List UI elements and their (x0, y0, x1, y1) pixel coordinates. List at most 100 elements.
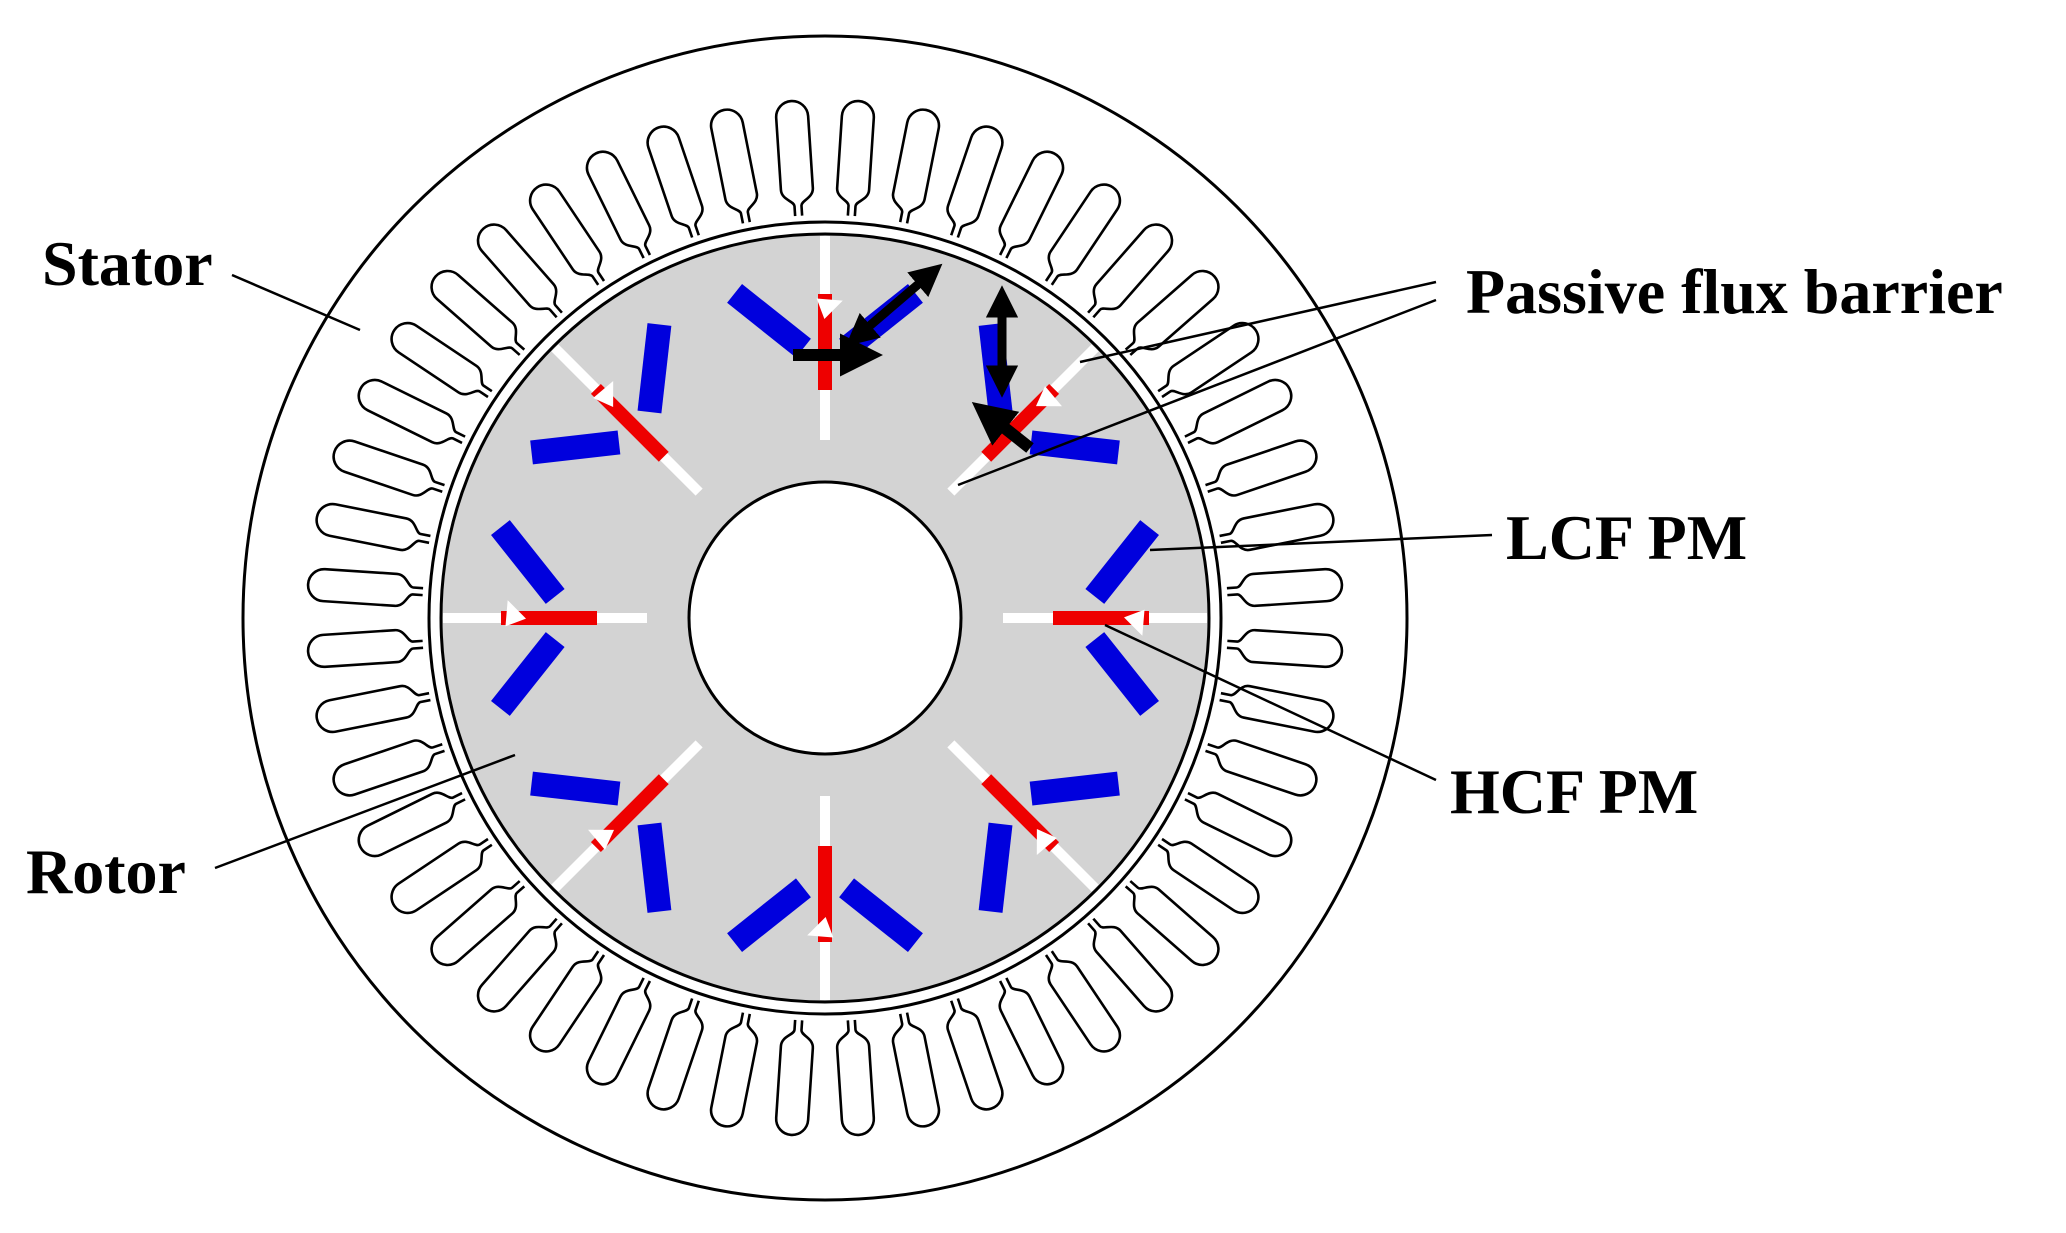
label-rotor: Rotor (26, 836, 186, 907)
stator-slot (646, 998, 704, 1111)
label-hcf-pm: HCF PM (1450, 756, 1699, 827)
passive-flux-barrier (947, 453, 990, 496)
stator-slot (835, 99, 876, 217)
stator-slot (332, 439, 445, 497)
passive-flux-barrier (1036, 828, 1057, 855)
rotor-pole (637, 796, 834, 1000)
stator-slot (315, 684, 431, 734)
passive-flux-barrier (1035, 386, 1062, 407)
lcf-pm-pair (637, 822, 811, 952)
stator-slot (1184, 378, 1293, 445)
stator-slot (1157, 837, 1260, 915)
lcf-pm-pair (839, 822, 1013, 952)
stator-slot (998, 150, 1065, 259)
passive-flux-barrier (820, 236, 830, 294)
passive-flux-barrier (947, 740, 990, 783)
lcf-pm (978, 822, 1013, 913)
rotor-pole (491, 632, 703, 892)
leader-lcf-pm (1149, 533, 1493, 552)
stator-slot (528, 950, 606, 1053)
stator-slot (1226, 567, 1344, 608)
stator-slot (835, 1019, 876, 1137)
rotor-pole (551, 284, 811, 496)
passive-flux-barrier (807, 916, 834, 938)
label-lcf-pm: LCF PM (1506, 502, 1748, 573)
stator-slot (585, 977, 652, 1086)
passive-flux-barrier (1149, 613, 1207, 623)
hcf-pm (818, 294, 832, 390)
lcf-pm-pair (637, 284, 811, 414)
stator-slot (315, 502, 431, 552)
hcf-pm (501, 611, 597, 625)
passive-flux-barrier (1003, 613, 1053, 623)
passive-flux-barrier (551, 843, 600, 892)
passive-flux-barrier (820, 942, 830, 1000)
passive-flux-barrier (1050, 344, 1099, 393)
lcf-pm (1029, 771, 1120, 806)
lcf-pm (1085, 520, 1159, 604)
passive-flux-barrier (597, 613, 647, 623)
stator-slot (1157, 321, 1260, 399)
label-passive-flux-barrier: Passive flux barrier (1466, 256, 2003, 327)
passive-flux-barrier (820, 390, 830, 440)
stator-slot (946, 998, 1004, 1111)
lcf-pm-pair (1029, 632, 1159, 806)
passive-flux-barrier (816, 298, 843, 320)
lcf-pm (727, 284, 811, 358)
stator-slot (774, 1019, 815, 1137)
rotor-pole (1003, 609, 1207, 806)
stator-slot (390, 321, 493, 399)
stator-slot (357, 791, 466, 858)
flux-arrows (793, 263, 1034, 453)
stator-slot (1205, 739, 1318, 797)
stator-slot (306, 628, 424, 669)
stator-slot (1124, 880, 1220, 967)
hcf-pm (818, 846, 832, 942)
stator-slot (1087, 223, 1174, 319)
stator-slot (946, 125, 1004, 238)
hcf-pm (1053, 611, 1149, 625)
passive-flux-barrier (505, 600, 527, 627)
stator-slot (390, 837, 493, 915)
stator-slot (646, 125, 704, 238)
stator-slot (1205, 439, 1318, 497)
passive-flux-barrier (1123, 609, 1145, 636)
stator-slot (1184, 791, 1293, 858)
lcf-pm-pair (491, 430, 621, 604)
passive-flux-barrier (660, 740, 703, 783)
stator-slot (357, 378, 466, 445)
stator-slot (709, 108, 759, 224)
leader-passive-barrier-outer (1079, 280, 1437, 364)
stator-slot (306, 567, 424, 608)
lcf-pm (491, 632, 565, 716)
flux-arrow-inward (971, 401, 1034, 453)
lcf-pm (637, 323, 672, 414)
passive-flux-barrier (443, 613, 501, 623)
stator-slots (306, 99, 1344, 1137)
lcf-pm (491, 520, 565, 604)
stator-slot (430, 880, 526, 967)
stator-slot (1087, 917, 1174, 1013)
lcf-pm (1085, 632, 1159, 716)
stator-slot (1044, 183, 1122, 286)
leader-rotor (214, 753, 516, 870)
label-stator: Stator (42, 228, 213, 299)
stator-slot (1226, 628, 1344, 669)
lcf-pm (530, 771, 621, 806)
lcf-pm (839, 878, 923, 952)
rotor-pole (839, 740, 1099, 952)
leader-hcf-pm (1104, 623, 1437, 782)
stator-slot (1219, 502, 1335, 552)
leader-lines (214, 273, 1493, 870)
stator-slot (585, 150, 652, 259)
passive-flux-barrier (593, 381, 614, 408)
shaft-hole (687, 480, 963, 756)
leader-passive-barrier-inner (957, 298, 1437, 487)
stator-slot (476, 223, 563, 319)
lcf-pm (530, 430, 621, 465)
lcf-pm-pair (1029, 430, 1159, 604)
flux-arrow-diagonal (845, 263, 943, 347)
passive-flux-barrier (551, 344, 600, 393)
